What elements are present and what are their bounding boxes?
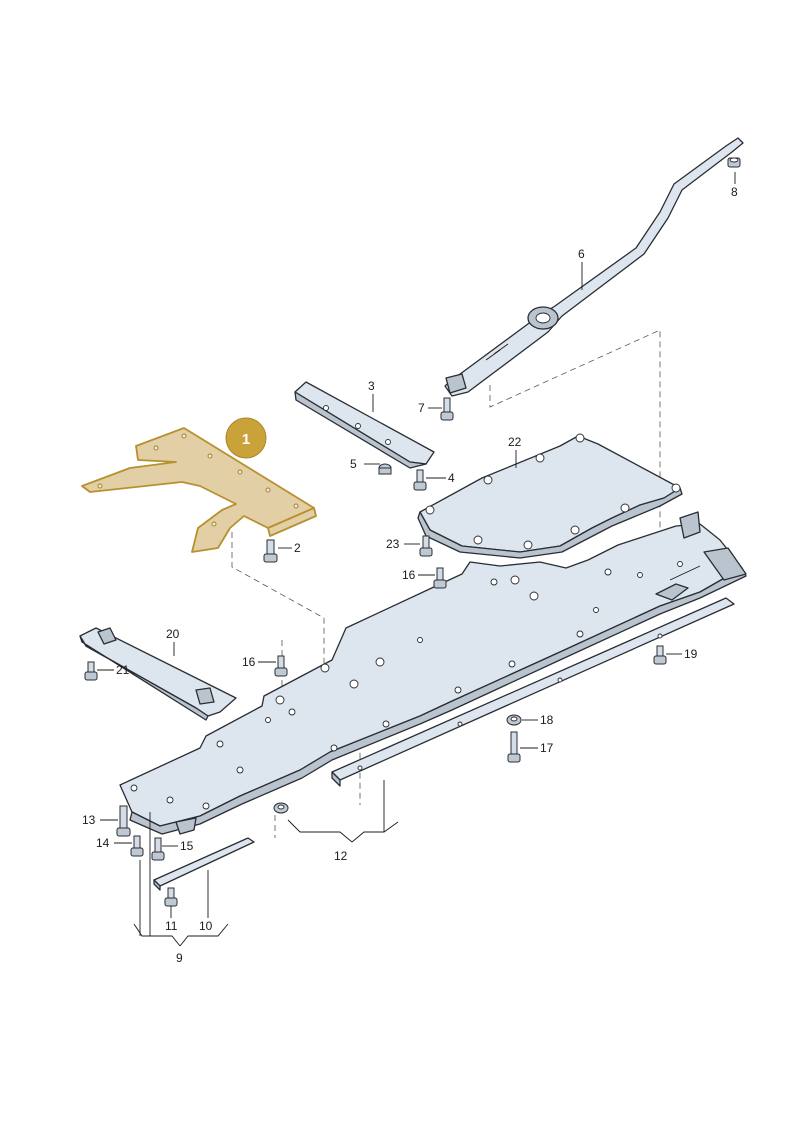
part-6-linkage-rod	[444, 137, 744, 397]
part-1-badge-number: 1	[242, 431, 250, 448]
main-underbody-panel	[119, 511, 747, 835]
callout-13: 13	[82, 813, 96, 827]
callout-labels: 2 3 4 5 6 7 8 9 10 11 12 13 14 15 16 16 …	[82, 185, 738, 965]
callout-2: 2	[294, 541, 301, 555]
panel-latch	[655, 565, 701, 601]
callout-10: 10	[199, 919, 213, 933]
main-panel-studs	[130, 561, 683, 810]
fastener-5	[378, 463, 392, 475]
fastener-2	[263, 539, 278, 563]
callout-3: 3	[368, 379, 375, 393]
fastener-7	[440, 397, 454, 421]
callout-22: 22	[508, 435, 522, 449]
callout-20: 20	[166, 627, 180, 641]
callout-21: 21	[116, 663, 130, 677]
callout-17: 17	[540, 741, 554, 755]
part-8-nut	[727, 157, 741, 168]
fastener-11	[164, 887, 178, 907]
leader-lines	[97, 172, 736, 947]
callout-16-lower: 16	[242, 655, 256, 669]
callout-15: 15	[180, 839, 194, 853]
callout-7: 7	[418, 401, 425, 415]
part-22-shield-plate	[417, 433, 683, 559]
callout-4: 4	[448, 471, 455, 485]
fastener-18	[506, 714, 522, 726]
part-3-strut	[294, 381, 435, 469]
side-rail	[331, 597, 735, 787]
fastener-17	[507, 731, 521, 763]
callout-5: 5	[350, 457, 357, 471]
callout-12: 12	[334, 849, 348, 863]
callout-11: 11	[165, 919, 178, 933]
fastener-15	[151, 837, 165, 861]
fastener-16-upper	[433, 567, 447, 589]
fastener-14	[130, 835, 144, 857]
fastener-21	[84, 661, 98, 681]
part-1-highlighted-bracket	[81, 427, 317, 553]
part-1-badge[interactable]: 1	[225, 417, 267, 459]
fastener-23	[419, 535, 433, 557]
callout-8: 8	[731, 185, 738, 199]
callout-6: 6	[578, 247, 585, 261]
callout-14: 14	[96, 836, 110, 850]
part-10-strip	[153, 837, 255, 891]
part-20-bracket	[79, 627, 237, 721]
callout-23: 23	[386, 537, 400, 551]
fastener-13	[116, 805, 131, 837]
callout-9: 9	[176, 951, 183, 965]
callout-19: 19	[684, 647, 698, 661]
fasteners	[84, 397, 667, 907]
fastener-19	[653, 645, 667, 665]
fastener-16-lower	[274, 655, 288, 677]
fastener-4	[413, 469, 427, 491]
callout-16-upper: 16	[402, 568, 416, 582]
fastener-12-nut	[273, 802, 289, 814]
callout-18: 18	[540, 713, 554, 727]
